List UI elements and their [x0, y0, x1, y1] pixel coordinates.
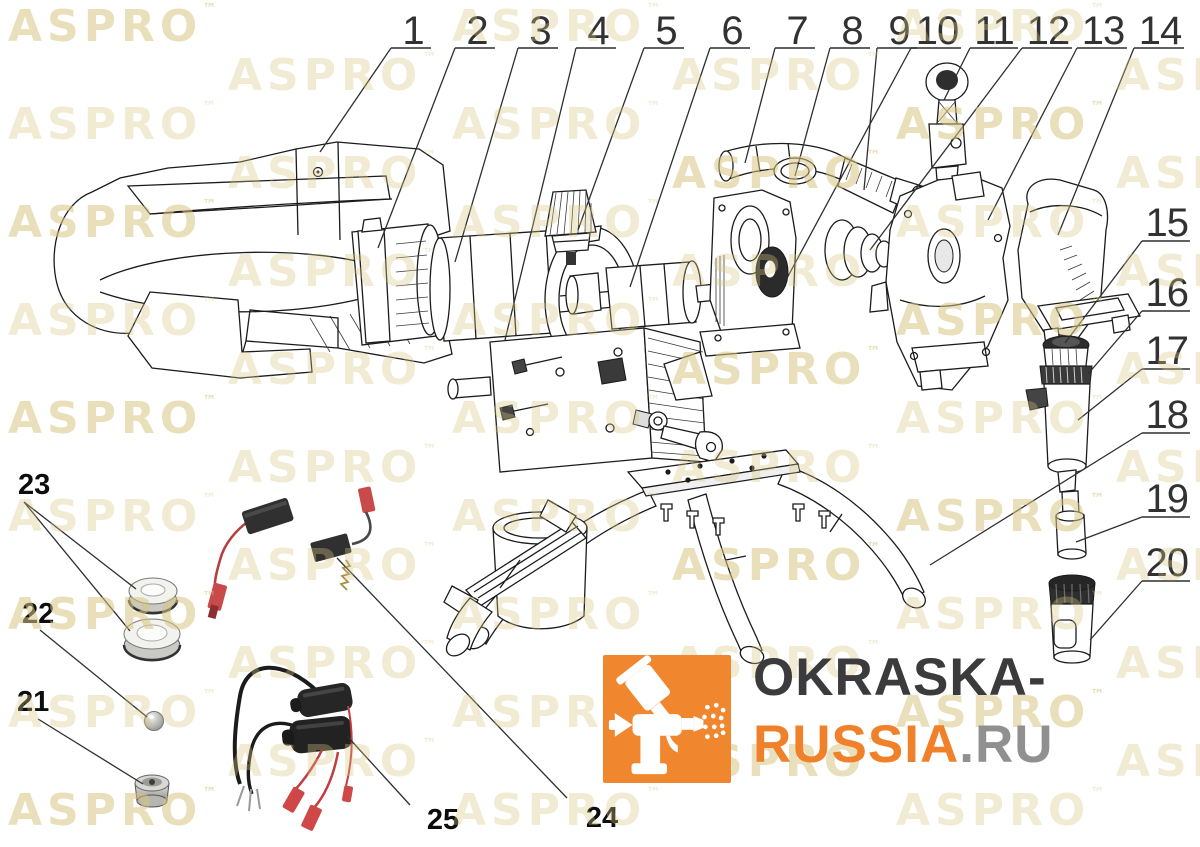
part-outlet-fitting: [1048, 574, 1096, 664]
callout-23: 23: [18, 469, 137, 632]
svg-text:14: 14: [1139, 9, 1182, 53]
callout-20: 20: [1089, 541, 1190, 641]
callout-25: 25: [346, 735, 459, 836]
logo-line2-orange: RUSSIA: [753, 715, 960, 774]
callout-5: 5: [577, 9, 684, 231]
callout-3: 3: [454, 9, 558, 263]
part-pump-housing: [663, 189, 801, 401]
callout-18: 18: [929, 393, 1190, 566]
callout-2: 2: [377, 9, 495, 249]
logo-line2-gray: .RU: [959, 715, 1054, 774]
svg-text:3: 3: [529, 9, 550, 53]
callout-21: 21: [17, 686, 144, 785]
callout-6: 6: [629, 9, 750, 288]
spray-gun-icon: [603, 655, 731, 783]
callout-14: 14: [1057, 9, 1184, 236]
callout-8: 8: [794, 9, 870, 177]
callout-13: 13: [987, 9, 1127, 221]
part-carbon-brushes-photo: [207, 486, 376, 620]
callout-22: 22: [22, 598, 148, 718]
svg-text:7: 7: [786, 9, 807, 53]
callout-15: 15: [1064, 201, 1190, 344]
part-suction-tube: [1055, 490, 1087, 560]
logo-line2: RUSSIA.RU: [753, 718, 1054, 771]
part-capacitors-photo: [232, 665, 354, 831]
svg-text:1: 1: [402, 9, 423, 53]
part-filter-assembly: [1025, 335, 1093, 493]
part-gasket-ring: [773, 157, 817, 185]
site-logo: OKRASKA- RUSSIA.RU: [603, 651, 1054, 783]
svg-text:9: 9: [888, 9, 909, 53]
svg-text:15: 15: [1146, 201, 1189, 245]
part-stator-clamp: [351, 217, 444, 346]
callout-12: 12: [869, 9, 1072, 251]
callout-4: 4: [504, 9, 616, 341]
callout-11: 11: [943, 9, 1018, 101]
callout-10: 10: [785, 9, 961, 281]
svg-text:23: 23: [18, 469, 50, 501]
callouts-layer: 1 2 3 4 5 6 7 8 9 10 11 12 13 14 15 16 1…: [17, 9, 1190, 836]
callout-24: 24: [336, 557, 618, 834]
part-armature: [565, 260, 718, 330]
svg-text:19: 19: [1146, 477, 1189, 521]
part-connecting-rod: [632, 409, 723, 463]
part-packing-rings-photo: [122, 577, 182, 662]
svg-text:12: 12: [1027, 9, 1070, 53]
part-housing-body: [53, 141, 453, 379]
logo-line1: OKRASKA-: [753, 648, 1047, 707]
logo-text: OKRASKA- RUSSIA.RU: [753, 651, 1054, 771]
part-gearbox-housing: [869, 171, 1011, 391]
callout-9: 9: [863, 9, 917, 191]
svg-text:4: 4: [587, 9, 609, 53]
svg-text:2: 2: [466, 9, 487, 53]
svg-text:21: 21: [17, 686, 49, 718]
svg-text:10: 10: [916, 9, 959, 53]
svg-text:5: 5: [655, 9, 676, 53]
svg-text:6: 6: [721, 9, 742, 53]
svg-text:20: 20: [1146, 541, 1189, 585]
callout-1: 1: [319, 9, 431, 153]
svg-text:13: 13: [1082, 9, 1125, 53]
part-steel-ball-photo: [144, 711, 164, 731]
svg-text:25: 25: [427, 804, 459, 836]
svg-text:8: 8: [841, 9, 862, 53]
part-valve-seat-photo: [134, 774, 170, 808]
svg-text:24: 24: [586, 802, 618, 834]
callout-19: 19: [1075, 477, 1190, 543]
callout-16: 16: [1087, 271, 1190, 375]
part-bearing-stack: [824, 219, 921, 281]
svg-text:17: 17: [1146, 329, 1189, 373]
callout-17: 17: [1077, 329, 1190, 421]
part-motor-cover: [1017, 178, 1142, 347]
part-frame-stand: [464, 449, 926, 665]
svg-text:22: 22: [22, 598, 54, 630]
svg-text:16: 16: [1146, 271, 1189, 315]
svg-text:11: 11: [974, 9, 1014, 53]
svg-text:18: 18: [1146, 393, 1189, 437]
part-control-board: [447, 327, 707, 473]
part-container-bracket: [443, 499, 588, 657]
callout-7: 7: [744, 9, 815, 164]
part-pressure-knob: [544, 189, 597, 265]
